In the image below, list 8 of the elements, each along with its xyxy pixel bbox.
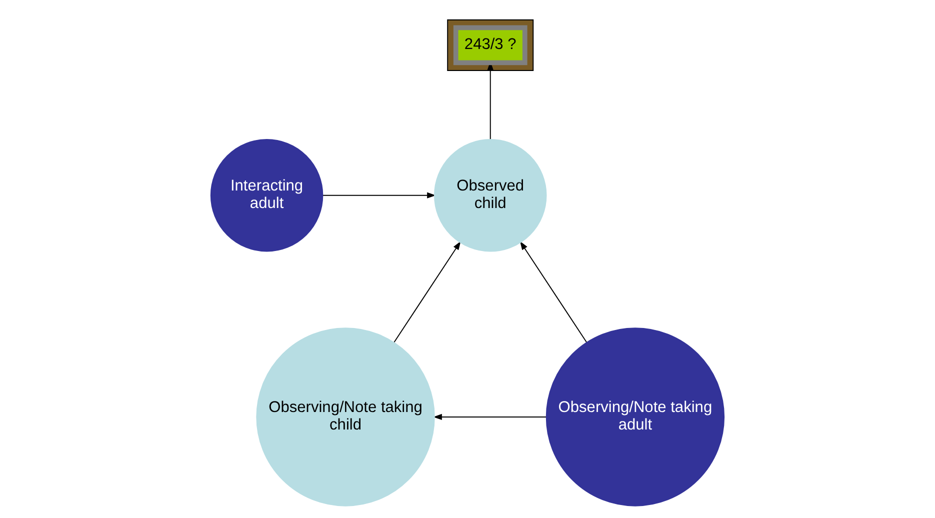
node-circle: Observing/Note taking adult [546, 328, 725, 506]
arrow [394, 241, 461, 343]
node-circle: Observing/Note taking child [256, 328, 435, 506]
node-circle: Interacting adult [210, 138, 324, 252]
arrow [322, 192, 436, 198]
arrow [433, 414, 547, 420]
arrow [520, 241, 588, 343]
node-box: 243/3 ? [453, 25, 528, 66]
